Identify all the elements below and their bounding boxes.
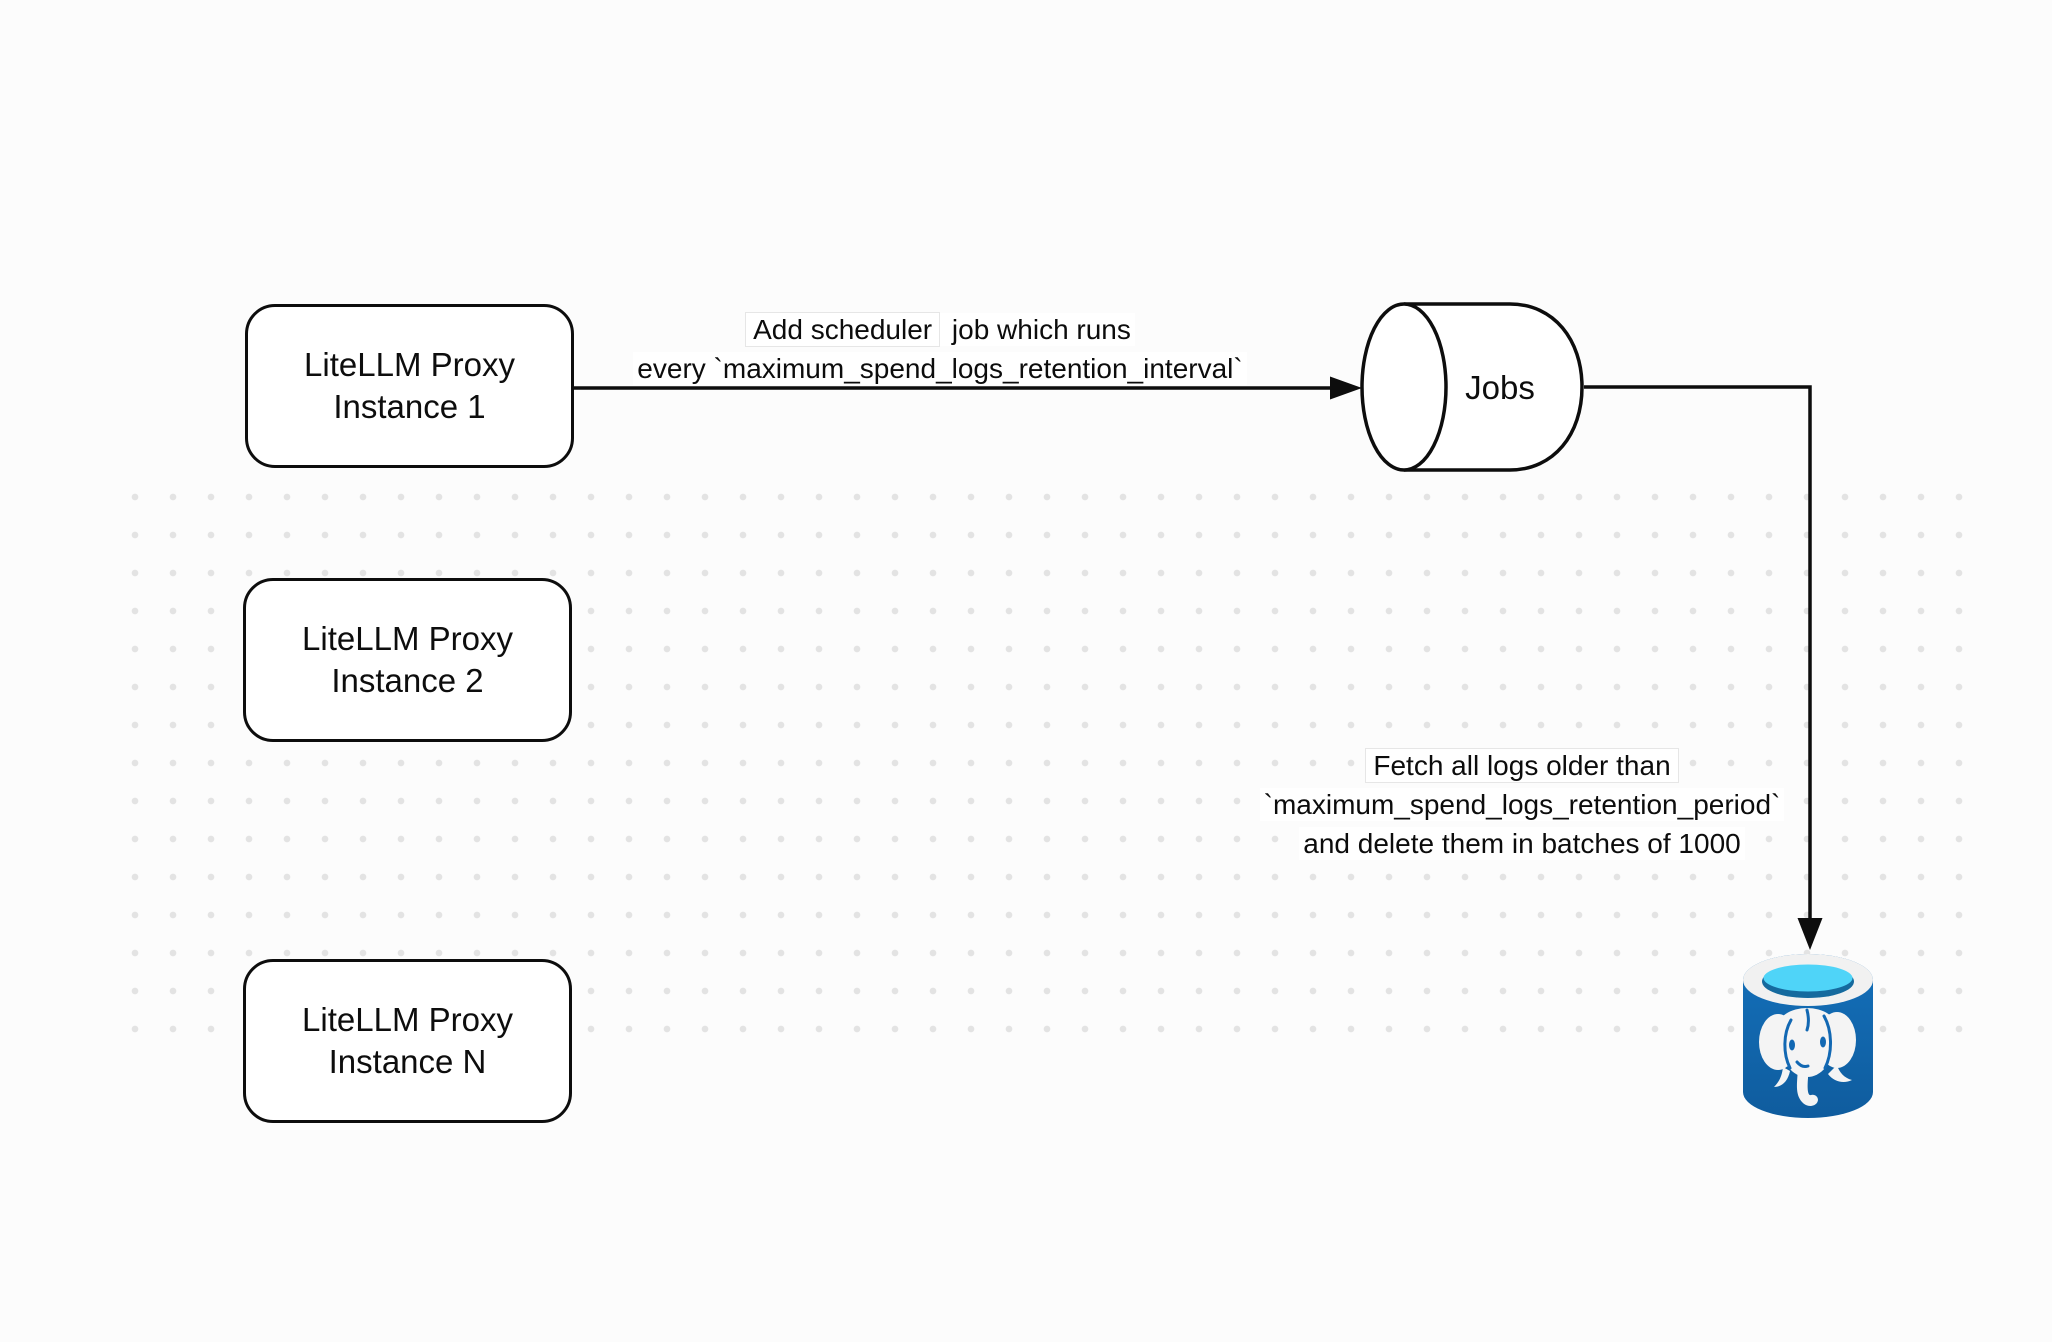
postgres-database-icon [1743, 954, 1873, 1118]
node-litellm-proxy-instance-n: LiteLLM Proxy Instance N [243, 959, 572, 1123]
edge-schedule-label-line2: every `maximum_spend_logs_retention_inte… [565, 349, 1315, 388]
node-litellm-proxy-instance-2: LiteLLM Proxy Instance 2 [243, 578, 572, 742]
jobs-queue-cylinder-icon [1360, 302, 1584, 472]
node-label: Instance N [328, 1043, 487, 1080]
edge-cleanup-label-line1: Fetch all logs older than [1197, 746, 1847, 785]
postgres-elephant-glyph [1759, 1008, 1856, 1106]
edge-cleanup-label-line3: and delete them in batches of 1000 [1197, 824, 1847, 863]
edge-schedule-label-line1: Add scheduler job which runs [565, 310, 1315, 349]
node-label: LiteLLM Proxy [302, 1001, 513, 1038]
node-label: Instance 1 [333, 388, 486, 425]
node-jobs-label: Jobs [1465, 369, 1535, 406]
node-litellm-proxy-instance-1: LiteLLM Proxy Instance 1 [245, 304, 574, 468]
node-label: LiteLLM Proxy [302, 620, 513, 657]
edge-cleanup-label: Fetch all logs older than `maximum_spend… [1197, 746, 1847, 863]
edge-schedule-label-rest: job which runs [940, 313, 1135, 346]
node-label: Instance 2 [331, 662, 484, 699]
edge-schedule-label-highlight: Add scheduler [745, 312, 941, 347]
edge-cleanup-label-line2: `maximum_spend_logs_retention_period` [1197, 785, 1847, 824]
node-label: LiteLLM Proxy [304, 346, 515, 383]
edge-schedule-label: Add scheduler job which runs every `maxi… [565, 310, 1315, 388]
